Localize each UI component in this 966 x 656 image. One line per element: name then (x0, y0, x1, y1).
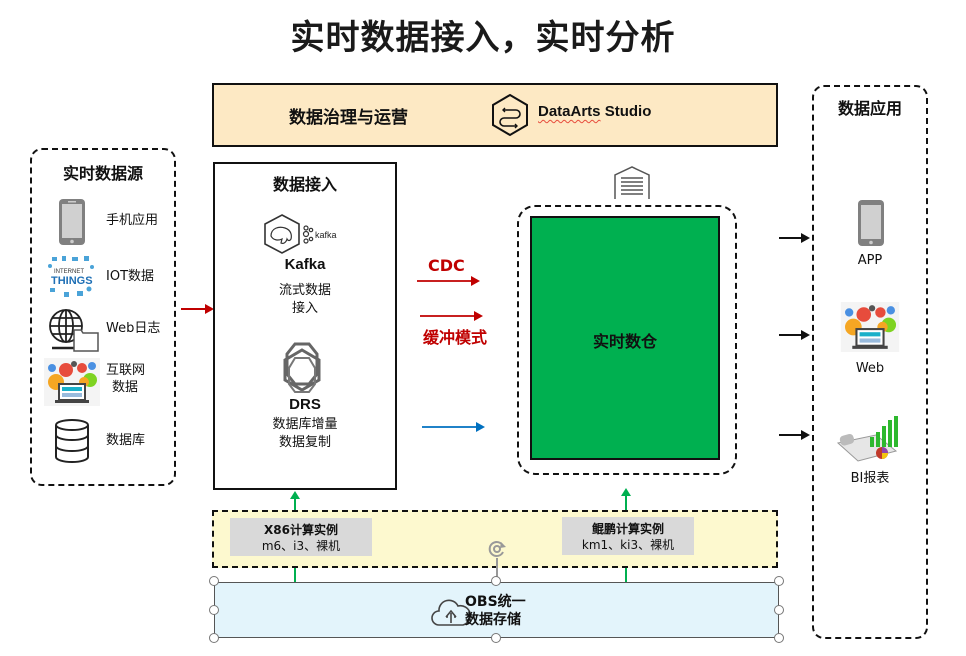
realtime-warehouse-boundary (517, 205, 737, 475)
flow-arrow-to-bi (779, 430, 810, 440)
flow-arrow-to-web (779, 330, 810, 340)
kafka-logo-text: kafka (315, 230, 337, 240)
governance-label: 数据治理与运营 (289, 108, 408, 128)
drs-name: DRS (289, 396, 321, 413)
x86-compute-instance[interactable]: X86计算实例 m6、i3、裸机 (230, 518, 372, 556)
buffer-mode-label: 缓冲模式 (423, 328, 488, 347)
resize-handle-top-right[interactable] (774, 576, 784, 586)
kafka-logo-icon: kafka (262, 214, 352, 254)
source-item-database: 数据库 (40, 418, 175, 470)
dataarts-brand-text: DataArts (538, 103, 601, 120)
compute-to-warehouse-arrow (621, 488, 631, 510)
kunpeng-instance-title: 鲲鹏计算实例 (591, 522, 664, 536)
kafka-description: 流式数据接入 (215, 282, 395, 318)
rotate-handle-stem (496, 558, 498, 582)
source-item-iot: INTERNET THINGS IOT数据 (40, 254, 175, 306)
web-label: Web (855, 361, 885, 376)
bi-report-chart-icon (836, 415, 902, 463)
drs-desc-line: 数据复制 (278, 435, 331, 450)
kafka-desc-line: 流式数据 (278, 283, 331, 298)
source-label: Web日志 (106, 321, 161, 336)
source-label: 手机应用 (106, 213, 159, 228)
app-label: APP (857, 253, 883, 268)
dataarts-hexagon-icon (490, 93, 530, 137)
resize-handle-top[interactable] (491, 576, 501, 586)
source-item-internet-data: 互联网数据 (40, 358, 175, 410)
obs-label-line: 数据存储 (465, 612, 521, 628)
globe-folder-icon (44, 306, 100, 354)
cloud-upload-icon (431, 595, 472, 627)
cdc-flow-arrow (417, 276, 480, 286)
kafka-name: Kafka (284, 256, 326, 273)
source-label-line: 数据 (112, 380, 139, 395)
data-applications-panel: 数据应用 APP Web BI报表 (812, 85, 928, 639)
x86-instance-title: X86计算实例 (264, 523, 338, 537)
compute-to-ingestion-arrow (290, 491, 300, 511)
flow-arrow-sources-to-ingestion (181, 304, 214, 314)
flow-arrow-to-app (779, 233, 810, 243)
sources-title: 实时数据源 (62, 164, 143, 183)
storage-link-x86 (294, 568, 296, 582)
obs-storage-label: OBS统一数据存储 (465, 593, 526, 629)
cdc-label: CDC (428, 256, 465, 275)
resize-handle-bottom[interactable] (491, 633, 501, 643)
source-item-web-log: Web日志 (40, 306, 175, 358)
data-ingestion-panel: 数据接入 kafka Kafka 流式数据接入 DRS 数据库增量数据复制 (213, 162, 397, 490)
web-technologies-icon (838, 302, 902, 352)
obs-label-line: OBS统一 (465, 594, 526, 610)
kafka-desc-line: 接入 (291, 301, 318, 316)
web-technologies-icon (44, 358, 100, 406)
buffer-flow-arrow (420, 311, 483, 321)
resize-handle-bottom-right[interactable] (774, 633, 784, 643)
drs-desc-line: 数据库增量 (272, 417, 338, 432)
mobile-phone-icon (44, 198, 100, 246)
source-label: 数据库 (106, 433, 146, 448)
warehouse-label: 实时数仓 (592, 332, 657, 351)
obs-storage-layer[interactable]: OBS统一数据存储 (214, 582, 779, 638)
studio-brand-text: Studio (600, 103, 652, 120)
source-label: IOT数据 (106, 269, 155, 284)
internet-of-things-icon: INTERNET THINGS (44, 254, 100, 302)
database-icon (44, 418, 100, 466)
kunpeng-compute-instance[interactable]: 鲲鹏计算实例 km1、ki3、裸机 (562, 517, 694, 555)
bi-report-label: BI报表 (850, 471, 890, 486)
realtime-sources-panel: 实时数据源 手机应用 INTERNET THINGS IOT数据 Web日志 (30, 148, 176, 486)
realtime-warehouse[interactable]: 实时数仓 (530, 216, 720, 460)
diagram-title: 实时数据接入，实时分析 (290, 18, 676, 58)
resize-handle-left[interactable] (209, 605, 219, 615)
warehouse-icon (613, 165, 651, 199)
governance-bar: 数据治理与运营 DataArts Studio (212, 83, 778, 147)
dataarts-studio-label: DataArts Studio (538, 103, 651, 120)
source-label-line: 互联网 (106, 363, 146, 378)
source-label: 互联网数据 (106, 362, 145, 396)
compute-instances-layer: X86计算实例 m6、i3、裸机 鲲鹏计算实例 km1、ki3、裸机 (212, 510, 778, 568)
drs-description: 数据库增量数据复制 (215, 416, 395, 452)
svg-text:THINGS: THINGS (51, 275, 93, 287)
source-item-mobile-app: 手机应用 (40, 198, 175, 250)
ingestion-title: 数据接入 (272, 175, 337, 194)
resize-handle-bottom-left[interactable] (209, 633, 219, 643)
mobile-phone-icon (856, 199, 886, 247)
svg-text:INTERNET: INTERNET (54, 269, 84, 275)
drs-flow-arrow (422, 422, 485, 432)
storage-link-kunpeng (625, 568, 627, 582)
x86-instance-types: m6、i3、裸机 (261, 539, 341, 553)
resize-handle-right[interactable] (774, 605, 784, 615)
rotate-handle-icon[interactable] (486, 538, 508, 560)
drs-logo-icon (277, 340, 327, 396)
kunpeng-instance-types: km1、ki3、裸机 (581, 538, 675, 552)
applications-title: 数据应用 (837, 99, 902, 118)
resize-handle-top-left[interactable] (209, 576, 219, 586)
